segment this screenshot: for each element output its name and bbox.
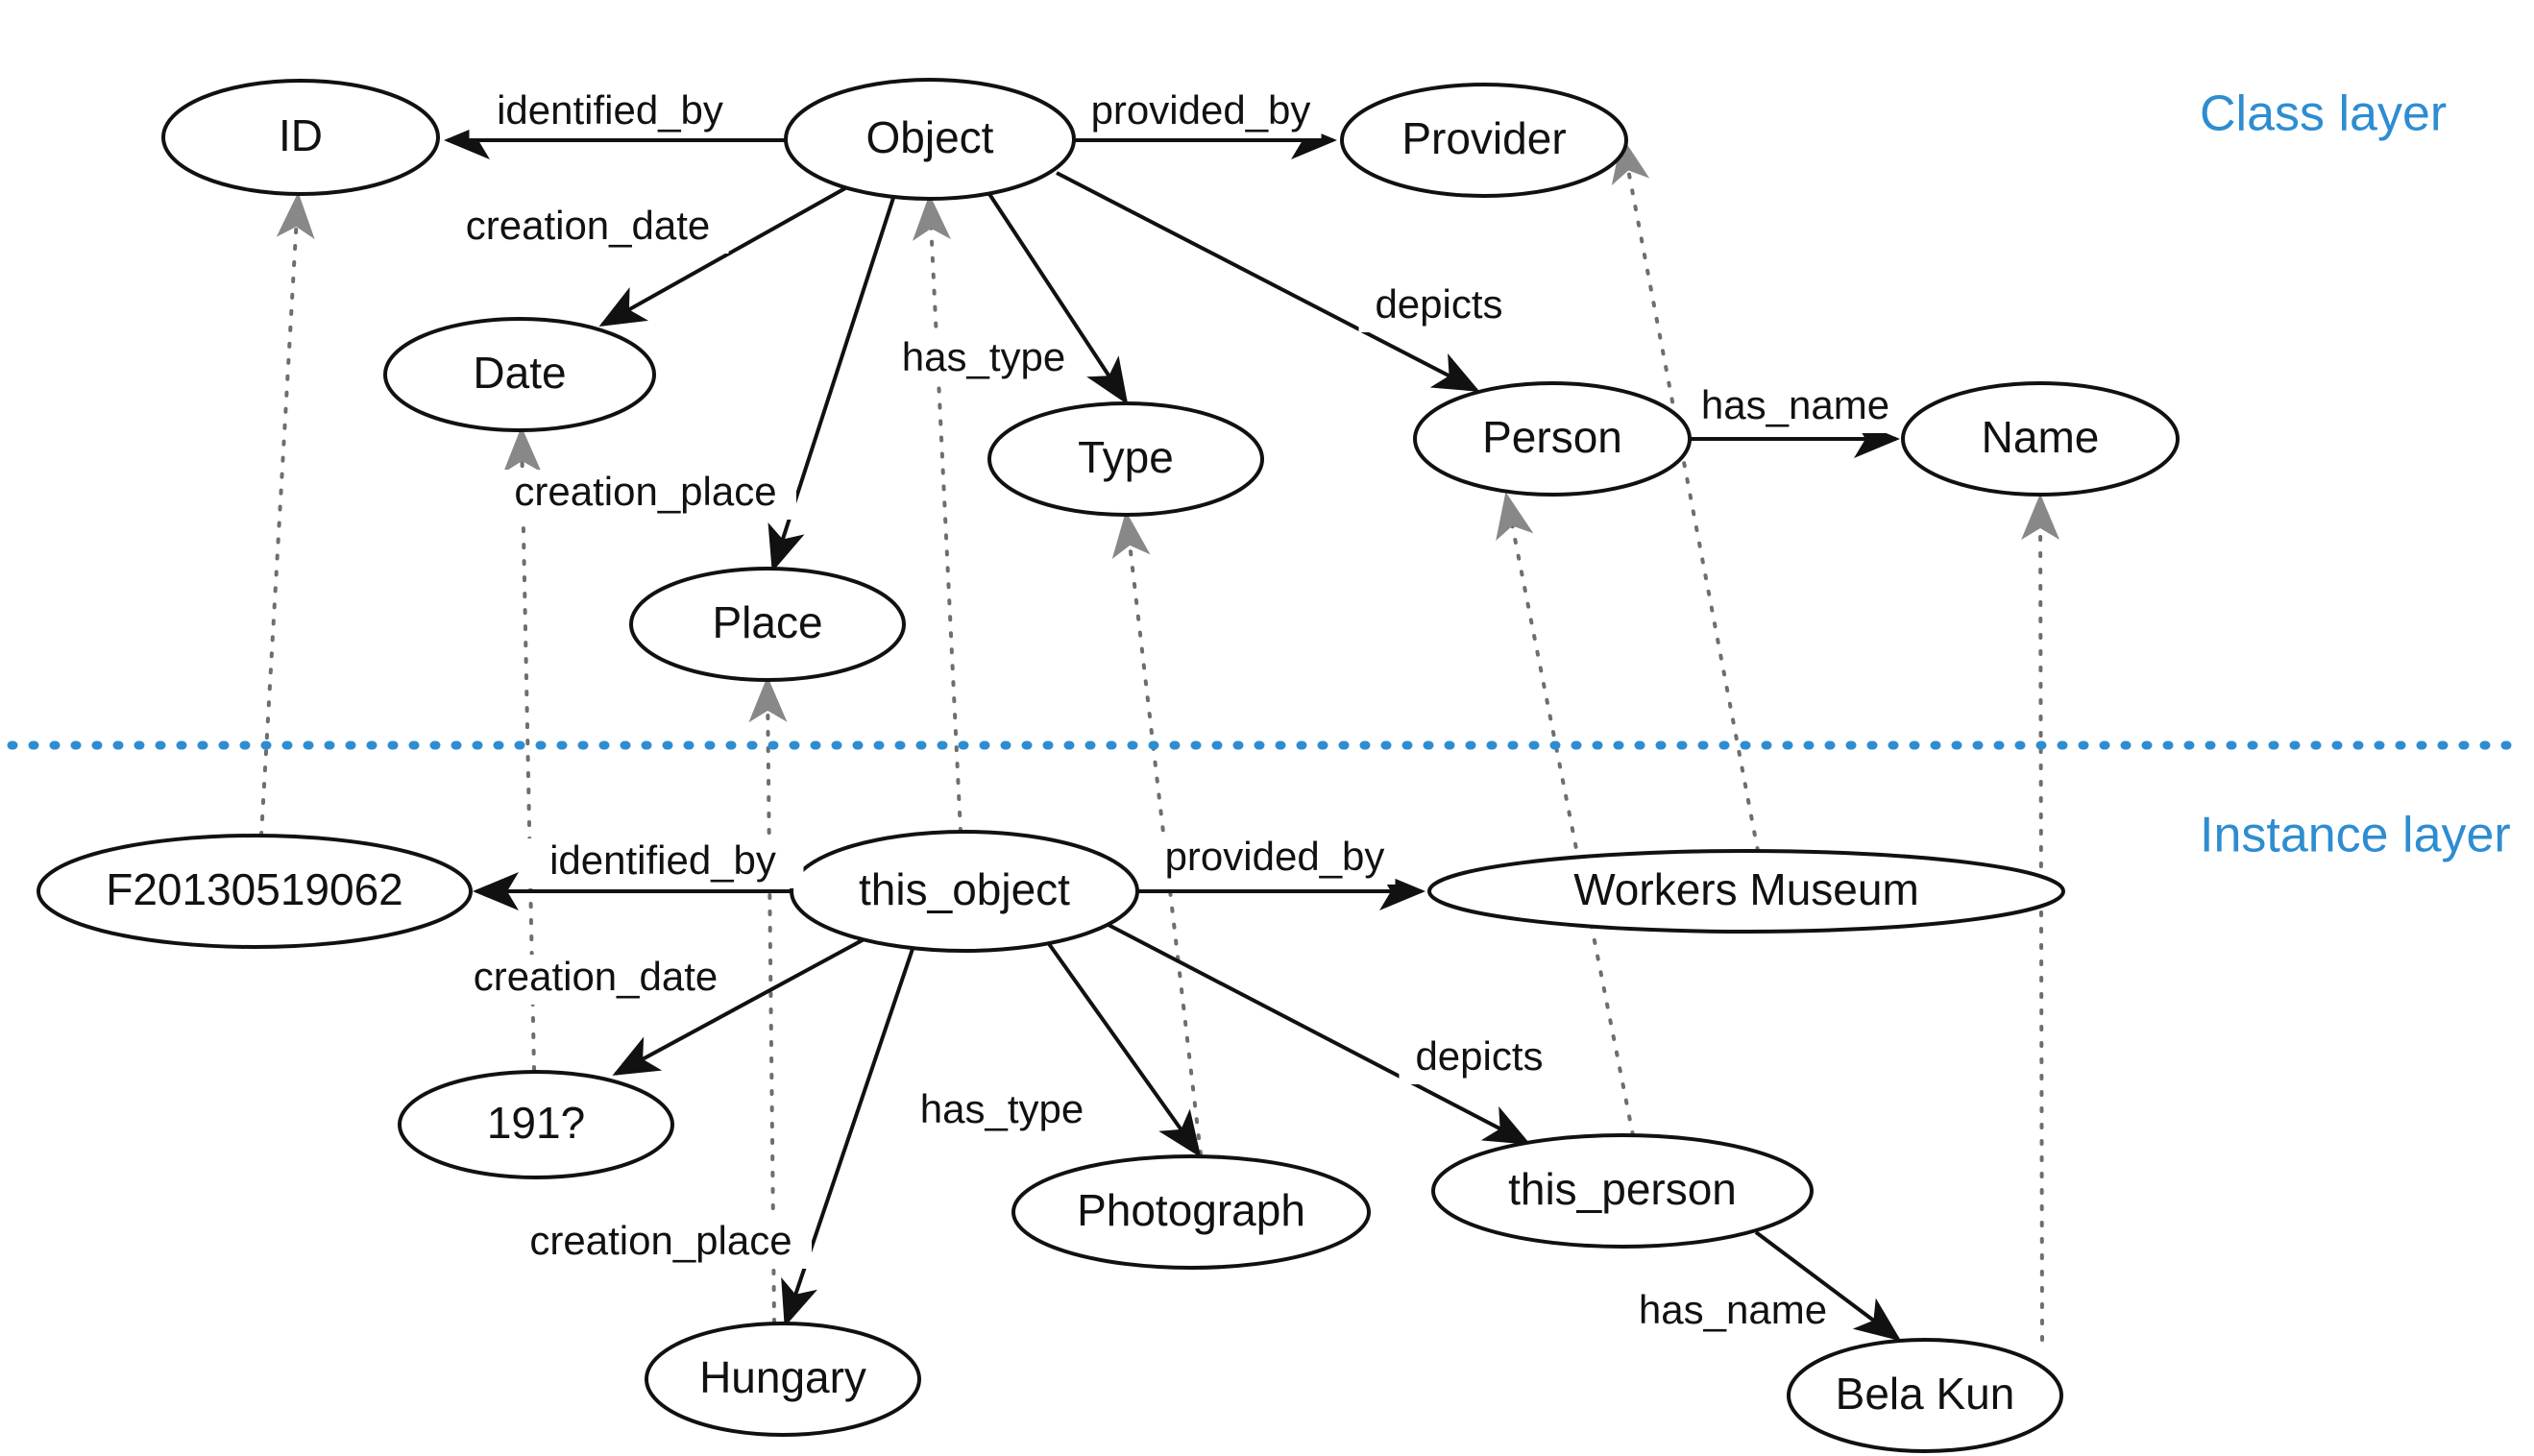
edge-label-backdrop [447,204,729,254]
edge-label-c-identified_by: identified_by [497,87,723,133]
edge-c-has_type [987,192,1129,405]
edge-label-backdrop [1643,1288,1823,1338]
edge-label-backdrop [1399,1034,1560,1084]
edge-label-i-identified_by: identified_by [549,837,776,883]
instance-of-edge-f20130519062-id [259,192,315,837]
edge-label-i-has_name: has_name [1639,1287,1827,1332]
edge-label-backdrop [469,88,751,138]
node-label: Bela Kun [1836,1369,2015,1419]
node-this_object[interactable]: this_object [790,830,1139,953]
node-hungary[interactable]: Hungary [645,1322,921,1437]
edge-label-backdrop [1154,835,1396,885]
edge-label-backdrop [893,335,1074,385]
edge-c-creation_date [598,186,846,327]
layer-label-instance: Instance layer [2200,808,2511,863]
node-type[interactable]: Type [987,401,1264,517]
instance-of-edge-belakun-name [2021,494,2060,1342]
node-this_person[interactable]: this_person [1431,1133,1814,1249]
node-ellipse [1011,1154,1371,1270]
edge-c-depicts [1056,171,1480,392]
edge-i-has_name [1754,1230,1902,1342]
instance-of-edge-workersmuseum-provider [1611,136,1760,853]
node-workersmuseum[interactable]: Workers Museum [1427,849,2065,934]
node-label: 191? [487,1098,585,1148]
node-person[interactable]: Person [1413,381,1692,497]
edge-label-c-creation_date: creation_date [466,203,711,248]
edge-label-c-has_type: has_type [902,334,1065,379]
node-date[interactable]: Date [383,317,656,432]
node-ellipse [37,834,473,949]
instance-of-edge-this_object-object [912,194,962,834]
node-ellipse [629,567,906,682]
node-provider[interactable]: Provider [1340,83,1628,198]
edge-label-backdrop [1705,383,1886,433]
node-label: ID [279,110,323,160]
edge-label-backdrop [912,1087,1092,1137]
node-ellipse [790,830,1139,953]
node-ellipse [1413,381,1692,497]
node-ellipse [1427,849,2065,934]
node-191q[interactable]: 191? [398,1070,674,1179]
edge-label-backdrop [510,1219,812,1269]
node-place[interactable]: Place [629,567,906,682]
edge-label-backdrop [1358,282,1520,332]
instance-of-edge-this_person-person [1496,492,1635,1137]
edge-label-i-creation_place: creation_place [529,1218,792,1263]
edge-label-c-depicts: depicts [1375,281,1502,327]
node-label: Type [1078,432,1174,482]
edge-label-backdrop [1080,88,1322,138]
node-ellipse [784,78,1076,201]
edge-label-c-has_name: has_name [1701,382,1889,427]
node-label: Provider [1401,113,1566,163]
edge-i-creation_date [612,934,870,1076]
node-label: Person [1482,412,1622,462]
node-ellipse [1901,381,2180,497]
node-ellipse [1787,1338,2063,1453]
node-label: Workers Museum [1573,864,1919,914]
node-ellipse [383,317,656,432]
node-ellipse [161,79,440,196]
node-ellipse [987,401,1264,517]
node-id[interactable]: ID [161,79,440,196]
layer-label-class: Class layer [2200,86,2447,142]
edge-label-i-provided_by: provided_by [1165,834,1385,879]
node-ellipse [1431,1133,1814,1249]
edge-label-backdrop [495,470,796,520]
edge-label-backdrop [522,838,804,888]
edge-label-c-provided_by: provided_by [1091,87,1311,133]
node-ellipse [645,1322,921,1437]
edge-label-backdrop [454,955,737,1005]
instance-of-edge-group [259,136,2060,1342]
node-label: Name [1982,412,2100,462]
node-label: Place [712,597,822,647]
edge-label-c-creation_place: creation_place [514,469,776,514]
node-object[interactable]: Object [784,78,1076,201]
node-ellipse [1340,83,1628,198]
node-name[interactable]: Name [1901,381,2180,497]
edge-label-i-creation_date: creation_date [474,954,719,999]
edge-label-i-depicts: depicts [1415,1033,1543,1079]
edge-i-has_type [1045,939,1202,1158]
node-photograph[interactable]: Photograph [1011,1154,1371,1270]
edge-i-depicts [1106,922,1531,1145]
node-label: Object [866,112,994,162]
node-ellipse [398,1070,674,1179]
edge-label-i-has_type: has_type [920,1086,1084,1131]
node-f20130519062[interactable]: F20130519062 [37,834,473,949]
node-label: Photograph [1077,1185,1305,1235]
node-label: F20130519062 [106,864,403,914]
node-label: Date [473,348,566,398]
node-label: this_person [1508,1164,1737,1214]
node-label: Hungary [699,1352,866,1402]
node-belakun[interactable]: Bela Kun [1787,1338,2063,1453]
node-label: this_object [859,864,1070,914]
